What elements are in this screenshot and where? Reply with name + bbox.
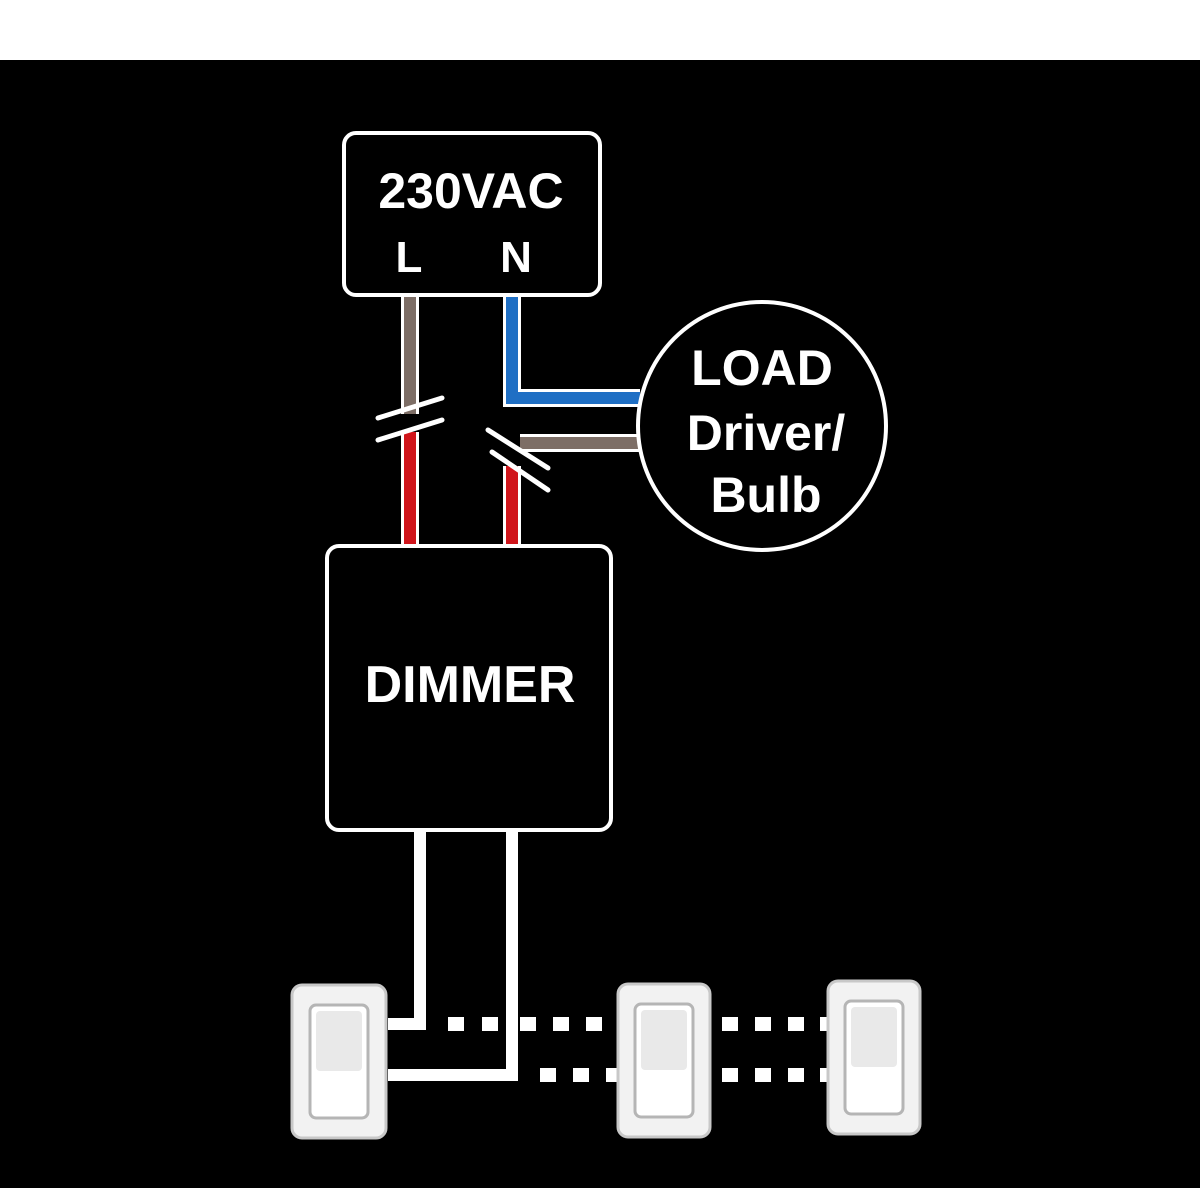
wire-break-mark-live [375, 395, 445, 443]
dimmer-input-wire [401, 432, 419, 547]
control-wires [388, 832, 518, 1081]
voltage-label: 230VAC [378, 163, 563, 219]
power-supply-box: 230VAC L N [342, 131, 602, 297]
bulb-label: Bulb [710, 467, 821, 523]
live-terminal-label: L [396, 233, 423, 282]
load-label: LOAD [691, 340, 833, 396]
wall-switch-2 [616, 982, 712, 1139]
dimmer-output-wire [503, 434, 640, 547]
dimmer-box: DIMMER [325, 544, 613, 832]
wall-switch-3 [826, 979, 922, 1136]
neutral-wire [503, 296, 640, 407]
driver-label: Driver/ [687, 405, 846, 461]
dotted-link-wires [448, 1017, 830, 1082]
live-wire [401, 296, 419, 414]
bottom-margin [0, 1188, 1200, 1200]
dimmer-label: DIMMER [365, 656, 576, 714]
top-margin [0, 0, 1200, 60]
wire-break-mark-load [485, 427, 551, 493]
wall-switch-1 [290, 983, 388, 1140]
load-circle: LOAD Driver/ Bulb [636, 300, 888, 552]
neutral-terminal-label: N [500, 233, 532, 282]
